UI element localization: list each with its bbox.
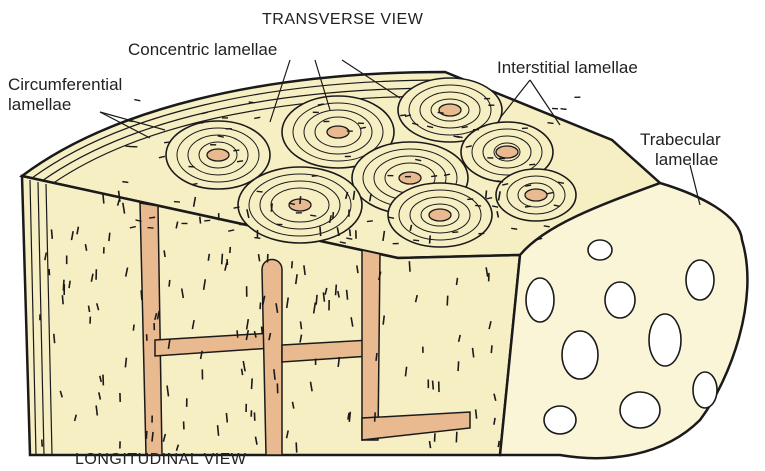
osteon: [388, 183, 492, 247]
transverse-view-label: TRANSVERSE VIEW: [262, 10, 423, 30]
central-canal: [439, 104, 461, 116]
central-canal: [429, 209, 451, 221]
concentric-lamellae-label: Concentric lamellae: [128, 40, 277, 60]
central-canal: [525, 189, 547, 201]
central-canal: [496, 146, 518, 158]
central-canal: [207, 149, 229, 161]
circumferential-lamellae-label-line1: Circumferential: [8, 75, 122, 95]
circumferential-lamellae-label-line2: lamellae: [8, 95, 71, 115]
interstitial-lamellae-label: Interstitial lamellae: [497, 58, 638, 78]
longitudinal-view-label: LONGITUDINAL VIEW: [75, 450, 246, 470]
trabecular-lamellae-label-line2: lamellae: [655, 150, 718, 170]
central-canal: [399, 172, 421, 184]
trabecular-lamellae-label-line1: Trabecular: [640, 130, 721, 150]
osteon: [496, 169, 576, 221]
osteon: [238, 167, 362, 243]
central-canal: [327, 126, 349, 138]
